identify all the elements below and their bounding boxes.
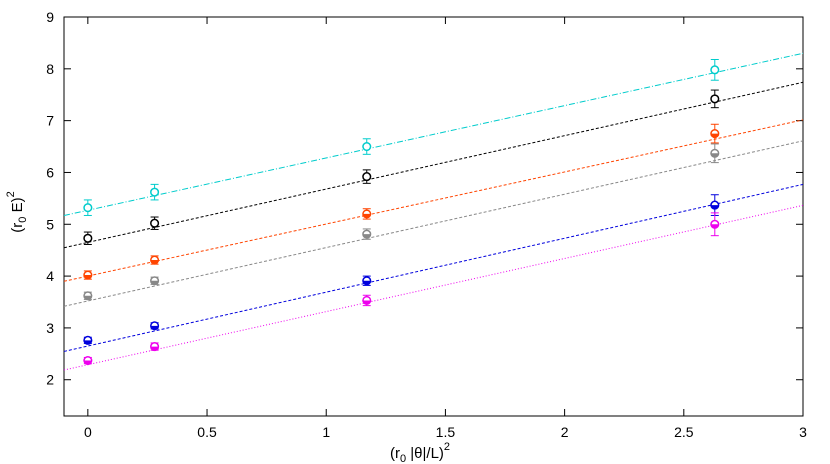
y-tick-label: 9: [46, 9, 54, 25]
marker-fill: [84, 295, 92, 300]
data-point: [362, 208, 372, 220]
data-point: [83, 335, 93, 345]
data-point: [83, 291, 93, 301]
fit-line-1: [63, 81, 804, 249]
marker: [150, 218, 160, 228]
data-point: [710, 212, 720, 237]
x-tick-label: 3: [799, 424, 807, 440]
data-point: [150, 216, 160, 230]
marker-fill: [84, 360, 92, 365]
data-point: [150, 342, 160, 352]
y-tick-label: 7: [46, 113, 54, 129]
fit-line-0: [63, 52, 804, 217]
marker-fill: [362, 234, 371, 238]
data-point: [362, 138, 372, 155]
marker: [710, 94, 720, 104]
y-tick-label: 2: [46, 372, 54, 388]
data-point: [362, 275, 372, 286]
plot-frame: [63, 16, 804, 417]
x-tick-label: 0.5: [197, 424, 217, 440]
y-tick-label: 6: [46, 164, 54, 180]
marker: [362, 172, 372, 182]
marker: [710, 65, 720, 75]
data-point: [83, 356, 93, 366]
data-point: [150, 276, 160, 286]
x-tick-label: 1: [322, 424, 330, 440]
marker-fill: [84, 340, 92, 345]
data-point: [83, 270, 93, 280]
marker-fill: [710, 205, 719, 209]
data-point: [710, 123, 720, 144]
marker: [150, 187, 160, 197]
fit-line-2: [63, 119, 804, 282]
marker-fill: [710, 224, 719, 229]
y-tick-label: 4: [46, 268, 54, 284]
marker: [83, 203, 93, 213]
marker-fill: [362, 300, 371, 305]
marker-fill: [150, 280, 159, 285]
data-point: [362, 169, 372, 184]
marker-fill: [84, 275, 92, 279]
fit-line-5: [63, 204, 804, 371]
marker-fill: [362, 280, 371, 285]
marker-fill: [362, 213, 371, 218]
fit-line-4: [63, 183, 804, 352]
data-point: [710, 194, 720, 216]
marker: [362, 141, 372, 152]
data-point: [710, 89, 720, 109]
marker-fill: [150, 325, 159, 330]
marker: [83, 233, 93, 243]
x-tick-label: 2.5: [674, 424, 694, 440]
y-tick-label: 5: [46, 216, 54, 232]
data-point: [362, 294, 372, 307]
data-point: [710, 58, 720, 81]
x-tick-label: 1.5: [436, 424, 456, 440]
x-axis-label: (r0 |θ|/L)2: [390, 441, 450, 464]
marker-fill: [150, 346, 159, 351]
data-point: [83, 231, 93, 245]
data-point: [150, 321, 160, 331]
marker-fill: [710, 133, 719, 138]
marker-fill: [150, 260, 159, 264]
data-point: [710, 143, 720, 164]
fit-line-3: [63, 140, 804, 307]
y-axis-label: (r0 E)2: [5, 191, 29, 232]
marker-fill: [710, 153, 719, 158]
x-tick-label: 0: [84, 424, 92, 440]
y-tick-label: 8: [46, 61, 54, 77]
y-tick-label: 3: [46, 320, 54, 336]
data-point: [150, 255, 160, 265]
data-point: [362, 228, 372, 240]
x-tick-label: 2: [561, 424, 569, 440]
data-point: [150, 183, 160, 201]
data-point: [83, 199, 93, 216]
